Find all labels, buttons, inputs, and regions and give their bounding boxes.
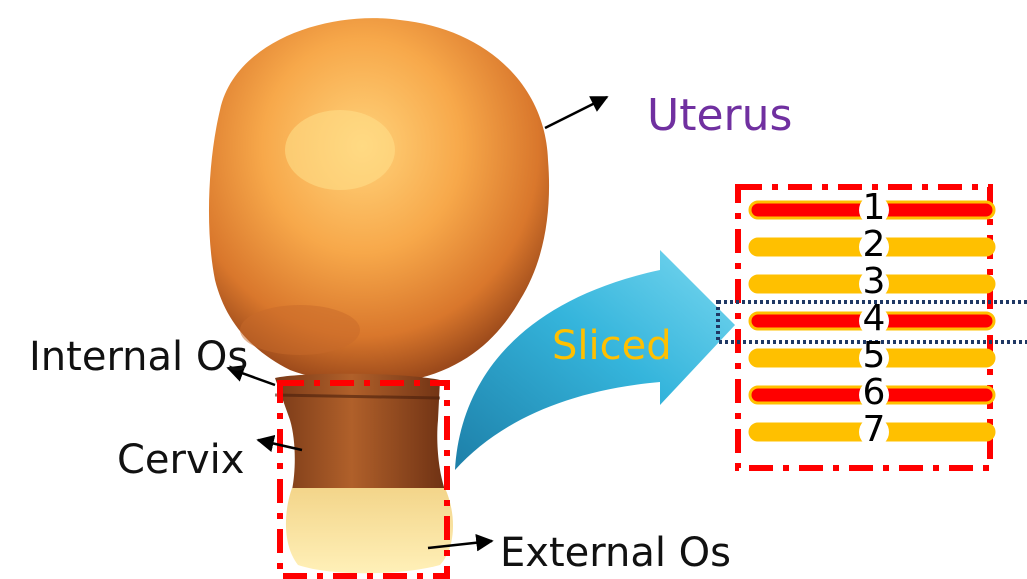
slice-2-number: 2 <box>859 227 889 263</box>
slice-1-number: 1 <box>859 190 889 226</box>
uterus-specimen <box>209 18 549 573</box>
internal-os-label: Internal Os <box>29 337 248 377</box>
slice-4-number: 4 <box>859 301 889 337</box>
slice-7-number: 7 <box>859 412 889 448</box>
cervix-label: Cervix <box>117 440 244 480</box>
slice-3-number: 3 <box>859 264 889 300</box>
title-fragment <box>475 0 650 18</box>
uterus-pointer-arrow <box>545 97 607 128</box>
sliced-label: Sliced <box>552 326 672 366</box>
external-os-label: External Os <box>500 533 731 573</box>
slice-5-number: 5 <box>859 338 889 374</box>
uterus-label: Uterus <box>647 94 792 138</box>
slice-6-number: 6 <box>859 375 889 411</box>
